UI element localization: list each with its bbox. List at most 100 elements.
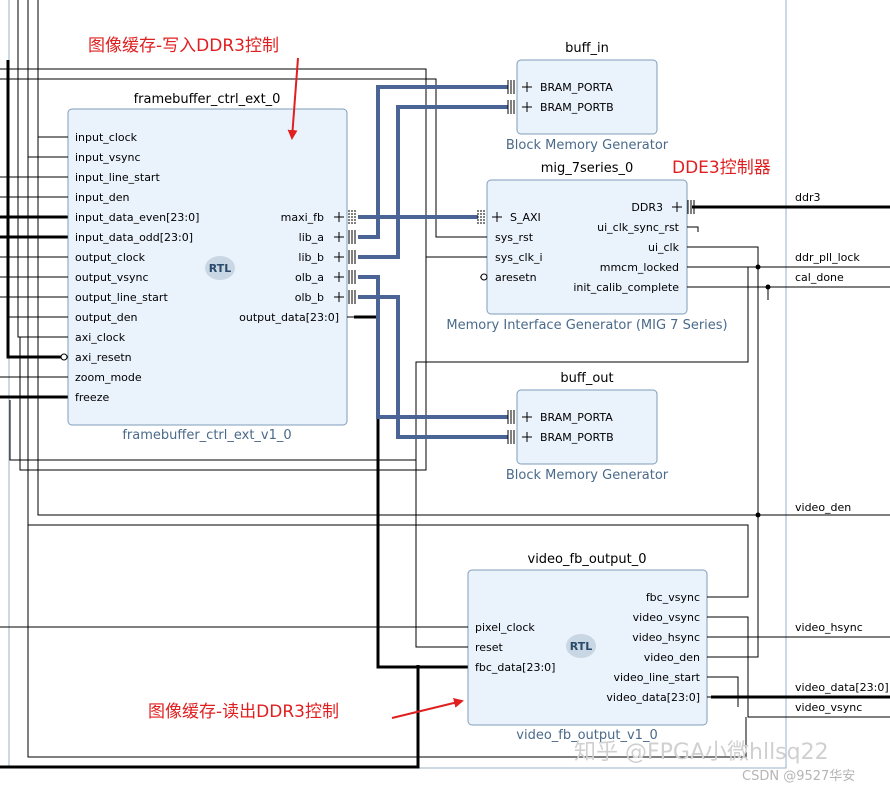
pin-label: output_line_start bbox=[75, 291, 168, 304]
pin-sys-rst[interactable]: sys_rst bbox=[480, 231, 534, 244]
pin-label: input_data_even[23:0] bbox=[75, 211, 199, 224]
video-module-name: video_fb_output_v1_0 bbox=[516, 728, 657, 743]
pin-label: reset bbox=[475, 641, 504, 654]
svg-text:RTL: RTL bbox=[209, 262, 232, 275]
pin-label: sys_clk_i bbox=[495, 251, 543, 264]
pin-label: lib_b bbox=[298, 251, 324, 264]
pin-label: input_data_odd[23:0] bbox=[75, 231, 193, 244]
pin-aresetn[interactable]: aresetn bbox=[480, 271, 537, 284]
external-port-ddr3[interactable]: ddr3 bbox=[795, 191, 821, 204]
pin-video-data[interactable]: video_data[23:0] bbox=[606, 691, 714, 704]
pin-label: olb_a bbox=[295, 271, 324, 284]
pin-label: output_clock bbox=[75, 251, 146, 264]
external-port-video-data[interactable]: video_data[23:0] bbox=[795, 681, 889, 694]
external-port-video-hsync[interactable]: video_hsync bbox=[795, 621, 863, 634]
pin-init-calib-complete[interactable]: init_calib_complete bbox=[573, 281, 694, 294]
block-buff-out[interactable]: buff_out Block Memory Generator BRAM_POR… bbox=[506, 371, 669, 483]
pin-label: video_vsync bbox=[633, 611, 700, 624]
pin-label: fbc_vsync bbox=[646, 591, 700, 604]
pin-bram-porta[interactable]: BRAM_PORTA bbox=[507, 410, 613, 424]
pin-video-hsync[interactable]: video_hsync bbox=[632, 631, 714, 644]
pin-ui-clk[interactable]: ui_clk bbox=[648, 241, 694, 254]
buff-in-module-name: Block Memory Generator bbox=[506, 138, 669, 153]
pin-maxi-fb[interactable]: maxi_fb bbox=[281, 210, 356, 224]
pin-label: DDR3 bbox=[631, 201, 663, 214]
framebuffer-module-name: framebuffer_ctrl_ext_v1_0 bbox=[122, 428, 291, 443]
pin-bram-portb[interactable]: BRAM_PORTB bbox=[507, 100, 614, 114]
pin-freeze[interactable]: freeze bbox=[60, 391, 109, 404]
pin-axi-resetn[interactable]: axi_resetn bbox=[60, 351, 132, 364]
pin-label: video_line_start bbox=[613, 671, 700, 684]
pin-label: freeze bbox=[75, 391, 109, 404]
block-mig[interactable]: mig_7series_0 Memory Interface Generator… bbox=[446, 161, 727, 333]
bus-wires bbox=[358, 85, 508, 439]
pin-sys-clk-i[interactable]: sys_clk_i bbox=[480, 251, 543, 264]
pin-label: ui_clk_sync_rst bbox=[597, 221, 680, 234]
pin-input-data-odd[interactable]: input_data_odd[23:0] bbox=[60, 231, 193, 244]
pin-zoom-mode[interactable]: zoom_mode bbox=[60, 371, 142, 384]
external-port-ddr-pll-lock[interactable]: ddr_pll_lock bbox=[795, 251, 860, 264]
pin-lib-b[interactable]: lib_b bbox=[298, 250, 356, 264]
pin-label: video_data[23:0] bbox=[606, 691, 700, 704]
watermark-csdn: CSDN @9527华安 bbox=[742, 769, 855, 784]
external-port-label: video_vsync bbox=[795, 701, 862, 714]
pin-label: output_vsync bbox=[75, 271, 149, 284]
pin-label: maxi_fb bbox=[281, 211, 324, 224]
pin-label: input_vsync bbox=[75, 151, 141, 164]
pin-olb-b[interactable]: olb_b bbox=[295, 290, 356, 304]
block-buff-in[interactable]: buff_in Block Memory Generator BRAM_PORT… bbox=[506, 41, 669, 153]
external-port-label: ddr_pll_lock bbox=[795, 251, 860, 264]
pin-label: BRAM_PORTA bbox=[540, 81, 613, 94]
pin-s-axi[interactable]: S_AXI bbox=[477, 210, 541, 224]
pin-bram-portb[interactable]: BRAM_PORTB bbox=[507, 430, 614, 444]
pin-ddr3[interactable]: DDR3 bbox=[631, 200, 695, 214]
pin-output-vsync[interactable]: output_vsync bbox=[60, 271, 149, 284]
annotation-write-arrow bbox=[287, 57, 299, 140]
pin-video-vsync[interactable]: video_vsync bbox=[633, 611, 714, 624]
pin-output-clock[interactable]: output_clock bbox=[60, 251, 146, 264]
pin-input-vsync[interactable]: input_vsync bbox=[60, 151, 141, 164]
pin-input-line-start[interactable]: input_line_start bbox=[60, 171, 160, 184]
pin-mmcm-locked[interactable]: mmcm_locked bbox=[600, 261, 694, 274]
pin-fbc-data[interactable]: fbc_data[23:0] bbox=[461, 661, 555, 674]
pin-fbc-vsync[interactable]: fbc_vsync bbox=[646, 591, 714, 604]
external-port-label: video_hsync bbox=[795, 621, 863, 634]
mig-instance-name: mig_7series_0 bbox=[541, 161, 634, 176]
pin-label: output_data[23:0] bbox=[239, 311, 339, 324]
junctions bbox=[755, 264, 771, 518]
mig-module-name: Memory Interface Generator (MIG 7 Series… bbox=[446, 318, 727, 333]
pin-output-data[interactable]: output_data[23:0] bbox=[239, 311, 356, 324]
pin-label: mmcm_locked bbox=[600, 261, 679, 274]
pin-video-line-start[interactable]: video_line_start bbox=[613, 671, 714, 684]
pin-video-den[interactable]: video_den bbox=[644, 651, 714, 664]
external-port-cal-done[interactable]: cal_done bbox=[795, 271, 844, 284]
annotation-read-arrow bbox=[391, 698, 464, 719]
pin-label: olb_b bbox=[295, 291, 324, 304]
pin-axi-clock[interactable]: axi_clock bbox=[60, 331, 126, 344]
buff-in-body[interactable] bbox=[516, 59, 658, 135]
block-framebuffer[interactable]: framebuffer_ctrl_ext_0 framebuffer_ctrl_… bbox=[60, 92, 356, 443]
buff-out-body[interactable] bbox=[516, 389, 658, 465]
annotation-ctrl: DDE3控制器 bbox=[672, 158, 771, 178]
pin-ui-clk-sync-rst[interactable]: ui_clk_sync_rst bbox=[597, 221, 694, 234]
pin-lib-a[interactable]: lib_a bbox=[299, 230, 356, 244]
pin-label: pixel_clock bbox=[475, 621, 535, 634]
watermark-zhihu: 知乎 @FPGA小微hllsq22 bbox=[574, 740, 829, 765]
pin-bram-porta[interactable]: BRAM_PORTA bbox=[507, 80, 613, 94]
pin-olb-a[interactable]: olb_a bbox=[295, 270, 356, 284]
pin-input-data-even[interactable]: input_data_even[23:0] bbox=[60, 211, 199, 224]
pin-input-clock[interactable]: input_clock bbox=[60, 131, 138, 144]
pin-output-line-start[interactable]: output_line_start bbox=[60, 291, 168, 304]
pin-output-den[interactable]: output_den bbox=[60, 311, 138, 324]
pin-label: input_line_start bbox=[75, 171, 160, 184]
pin-input-den[interactable]: input_den bbox=[60, 191, 130, 204]
external-port-video-vsync[interactable]: video_vsync bbox=[795, 701, 862, 714]
block-video-fb-output[interactable]: video_fb_output_0 video_fb_output_v1_0 R… bbox=[461, 552, 714, 743]
pin-reset[interactable]: reset bbox=[461, 641, 504, 654]
pin-pixel-clock[interactable]: pixel_clock bbox=[461, 621, 535, 634]
external-port-video-den[interactable]: video_den bbox=[795, 501, 851, 514]
buff-out-module-name: Block Memory Generator bbox=[506, 468, 669, 483]
pin-label: axi_clock bbox=[75, 331, 126, 344]
external-ports: ddr3 ddr_pll_lock cal_done video_den video_h… bbox=[795, 191, 889, 714]
